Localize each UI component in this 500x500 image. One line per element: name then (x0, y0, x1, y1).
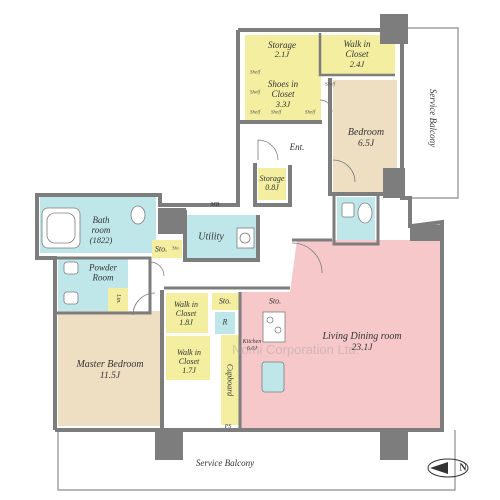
column-bottom-left (155, 430, 183, 460)
refrigerator-fill (215, 312, 235, 334)
column-right-mid (383, 168, 405, 198)
master-bedroom-label: Master Bedroom 11.5J (76, 358, 144, 381)
bath-toilet (130, 205, 146, 225)
column-bottom-right (380, 430, 408, 460)
hall-wall-lower (253, 163, 292, 207)
cupboard-label: Cupboard (225, 363, 235, 397)
storage-top-fill (245, 35, 319, 65)
storage-mid-label: Storage 0.8J (259, 173, 285, 192)
side-balcony-outline (408, 27, 459, 199)
refrigerator-label: R (222, 317, 228, 327)
bottom-balcony-label: Service Balcony (195, 458, 255, 468)
outer-wall-bottom (55, 219, 444, 432)
master-door (132, 292, 156, 316)
sto-label-2: Sto. (172, 246, 180, 252)
column-bath (158, 208, 186, 234)
fixtures (41, 202, 373, 393)
watermark: Nomi Corporation Ltd. (232, 342, 360, 357)
wic-2-fill (166, 336, 210, 380)
side-balcony-label: Service Balcony (428, 88, 438, 148)
shelf-label-3: Shelf (250, 110, 260, 116)
compass-ring (427, 458, 469, 478)
shelf-label-6: Shelf (325, 82, 335, 88)
bath-door (149, 261, 165, 277)
walls (35, 28, 444, 432)
sto-kitchen-fill (212, 293, 239, 310)
wic-1-fill (166, 293, 208, 333)
toilet-sink (341, 202, 355, 218)
bedroom-door (332, 159, 356, 183)
living-dining-label: Living Dining room 23.1J (322, 330, 402, 353)
living-door (291, 242, 323, 274)
bath-room-label: Bath room (1822) (89, 214, 113, 245)
master-bedroom-fill (58, 311, 164, 426)
closet-door (319, 99, 333, 113)
washbasin-1 (63, 261, 79, 275)
bathtub-inner (46, 212, 76, 244)
kitchen-island (261, 361, 285, 393)
shoes-closet-fill (245, 65, 321, 120)
lin-fill (108, 288, 128, 311)
doors (132, 99, 356, 316)
stove-1 (266, 316, 274, 324)
entrance-door (257, 139, 279, 161)
walk-in-closet-1-label: Walk in Closet 1.8J (174, 300, 198, 328)
compass (427, 458, 469, 478)
living-fill (241, 222, 440, 428)
kitchen-label: Kitchen 6.0J (242, 339, 262, 352)
compass-arrow-icon (430, 462, 448, 474)
column-top-right (380, 14, 408, 44)
storage-divider (318, 33, 395, 77)
entrance-label: Ent. (289, 141, 305, 152)
toilet-wall (332, 196, 380, 246)
washing-drum (239, 232, 251, 244)
bedroom-wall (328, 78, 395, 196)
walk-in-closet-top-label: Walk in Closet 2.4J (343, 38, 371, 69)
shelf-label-5: Shelf (305, 110, 315, 116)
cupboard-fill (221, 335, 239, 425)
utility-label: Utility (198, 231, 224, 243)
powder-room-label: Powder Room (89, 262, 117, 283)
shelf-label-1: Shelf (250, 70, 260, 76)
outer-wall-left-wing (35, 30, 240, 430)
powder-wall (55, 256, 152, 315)
sto-label-4: Sto. (268, 296, 282, 306)
shoes-in-closet-label: Shoes in Closet 3.3J (267, 78, 299, 109)
storage-top-label: Storage 2.1J (268, 39, 296, 60)
column-corner-right (410, 225, 440, 241)
shelf-label-4: Shelf (271, 110, 281, 116)
walk-in-closet-2-label: Walk in Closet 1.7J (177, 348, 201, 376)
lin-label: Lin. (115, 294, 121, 304)
ps-label: PS (224, 424, 232, 430)
mb-label: MB (210, 202, 220, 208)
sto-label-3: Sto. (218, 296, 232, 306)
sto-label-1: Sto. (154, 244, 168, 254)
columns (155, 14, 440, 460)
bedroom-toilet (357, 202, 373, 224)
storage-mid-fill (258, 168, 286, 200)
sto-utility-fill (152, 240, 182, 258)
bedroom-label: Bedroom 6.5J (347, 126, 385, 149)
compass-label: N (459, 462, 467, 474)
shelf-label-2: Shelf (250, 90, 260, 96)
kitchen-counter (262, 311, 286, 343)
stove-2 (274, 326, 282, 334)
washbasin-2 (63, 291, 79, 305)
